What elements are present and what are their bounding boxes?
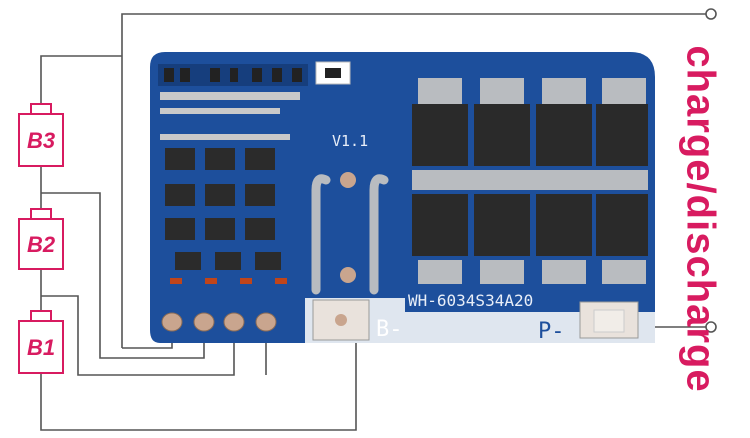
pad-b-minus-label: B- <box>376 317 403 342</box>
b3-positive-wire <box>40 55 122 112</box>
b1-plus-wire <box>41 295 235 376</box>
pad-b3-plus <box>161 312 183 332</box>
charge-wire-top <box>121 13 710 348</box>
cell-b1: B1 <box>18 310 64 374</box>
cell-label-b2: B2 <box>27 232 56 257</box>
control-components <box>158 61 351 284</box>
pcb-version-label: V1.1 <box>332 132 368 150</box>
pad-b0 <box>255 312 277 332</box>
pcb-model-label: WH-6034S34A20 <box>408 291 533 310</box>
cell-label-b3: B3 <box>27 128 55 153</box>
pad-b2-plus <box>193 312 215 332</box>
b2-plus-wire <box>41 192 205 359</box>
charge-discharge-label: charge/discharge <box>678 45 723 393</box>
cell-b3: B3 <box>18 103 64 167</box>
pad-b1-plus <box>223 312 245 332</box>
pad-p-minus-label: P- <box>538 319 565 344</box>
external-wires <box>40 13 710 431</box>
pcb-board: B- P- V1.1 <box>150 52 655 344</box>
balance-pads <box>161 312 277 332</box>
cell-b2: B2 <box>18 208 64 270</box>
charge-terminal-bottom <box>705 321 717 333</box>
cell-label-b1: B1 <box>27 335 55 360</box>
mosfet-array <box>412 78 648 284</box>
shunt-resistors <box>311 174 389 295</box>
charge-terminal-top <box>705 8 717 20</box>
b1-negative-wire <box>40 328 357 431</box>
